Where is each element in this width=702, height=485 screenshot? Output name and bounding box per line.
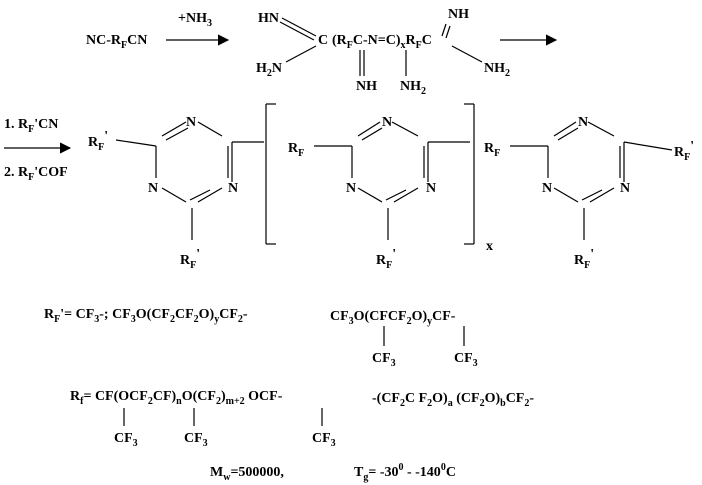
svg-text:N: N: [578, 115, 588, 130]
svg-text:NC-RFCN: NC-RFCN: [86, 33, 147, 51]
svg-text:Mw=500000,: Mw=500000,: [210, 465, 284, 483]
repeat-bracket-right: [464, 103, 475, 245]
svg-text:CF3: CF3: [184, 431, 208, 449]
svg-text:RF'= CF3-; CF3O(CF2CF2O)yCF2-: RF'= CF3-; CF3O(CF2CF2O)yCF2-: [44, 307, 248, 325]
svg-text:CF3: CF3: [114, 431, 138, 449]
arrow-step1: [166, 34, 230, 46]
step2-reagents: 1. RF'CN 2. RF'COF: [4, 117, 72, 183]
svg-text:RF: RF: [484, 141, 500, 159]
svg-text:N: N: [186, 115, 196, 130]
svg-text:HN: HN: [258, 11, 279, 26]
svg-text:N: N: [148, 181, 158, 196]
svg-text:CF3: CF3: [312, 431, 336, 449]
repeat-bracket-left: [265, 103, 276, 245]
svg-text:N: N: [382, 115, 392, 130]
svg-text:N: N: [228, 181, 238, 196]
svg-text:N: N: [426, 181, 436, 196]
svg-text:NH: NH: [356, 79, 377, 94]
reagent-ammonia: +NH3: [178, 11, 212, 29]
svg-text:H2N: H2N: [256, 61, 282, 79]
svg-text:RF: RF: [288, 141, 304, 159]
svg-text:RF': RF': [376, 247, 396, 271]
reactant-dinitrile: NC-RFCN: [86, 33, 147, 51]
svg-text:(RFC-N=C)xRFC: (RFC-N=C)xRFC: [332, 33, 432, 51]
svg-text:RF': RF': [574, 247, 594, 271]
triazine-ring-right: RF N N N RF' RF': [484, 115, 694, 271]
svg-text:CF3O(CFCF2O)yCF-: CF3O(CFCF2O)yCF-: [330, 309, 456, 327]
svg-text:CF3: CF3: [372, 351, 396, 369]
svg-text:Rf= CF(OCF2CF)nO(CF2)m+2 OCF-: Rf= CF(OCF2CF)nO(CF2)m+2 OCF-: [70, 389, 283, 407]
svg-text:2. RF'COF: 2. RF'COF: [4, 165, 68, 183]
arrow-step2-top: [500, 34, 558, 46]
svg-text:RF': RF': [88, 129, 108, 153]
svg-text:CF3: CF3: [454, 351, 478, 369]
svg-text:N: N: [620, 181, 630, 196]
polymer-properties: Mw=500000, Tg= -300 - -1400C: [210, 462, 456, 483]
definition-rf-prime: RF'= CF3-; CF3O(CF2CF2O)yCF2- CF3O(CFCF2…: [44, 307, 478, 369]
svg-text:-(CF2C F2O)a (CF2O)bCF2-: -(CF2C F2O)a (CF2O)bCF2-: [372, 391, 534, 409]
svg-text:1. RF'CN: 1. RF'CN: [4, 117, 58, 135]
intermediate-amidine: HN H2N C (RFC-N=C)xRFC NH NH2 NH NH2: [256, 7, 510, 97]
svg-text:N: N: [542, 181, 552, 196]
svg-text:NH2: NH2: [484, 61, 510, 79]
svg-text:N: N: [346, 181, 356, 196]
svg-text:+NH3: +NH3: [178, 11, 212, 29]
definition-rf: Rf= CF(OCF2CF)nO(CF2)m+2 OCF- CF3 CF3 CF…: [70, 389, 534, 449]
svg-text:RF': RF': [180, 247, 200, 271]
svg-text:Tg= -300 - -1400C: Tg= -300 - -1400C: [354, 462, 456, 483]
triazine-ring-left: N N N RF' RF': [88, 115, 264, 271]
svg-text:RF': RF': [674, 139, 694, 163]
triazine-ring-middle: RF N N N RF': [288, 115, 470, 271]
svg-text:C: C: [318, 33, 328, 48]
repeat-index: x: [486, 239, 493, 254]
svg-text:NH2: NH2: [400, 79, 426, 97]
svg-text:NH: NH: [448, 7, 469, 22]
